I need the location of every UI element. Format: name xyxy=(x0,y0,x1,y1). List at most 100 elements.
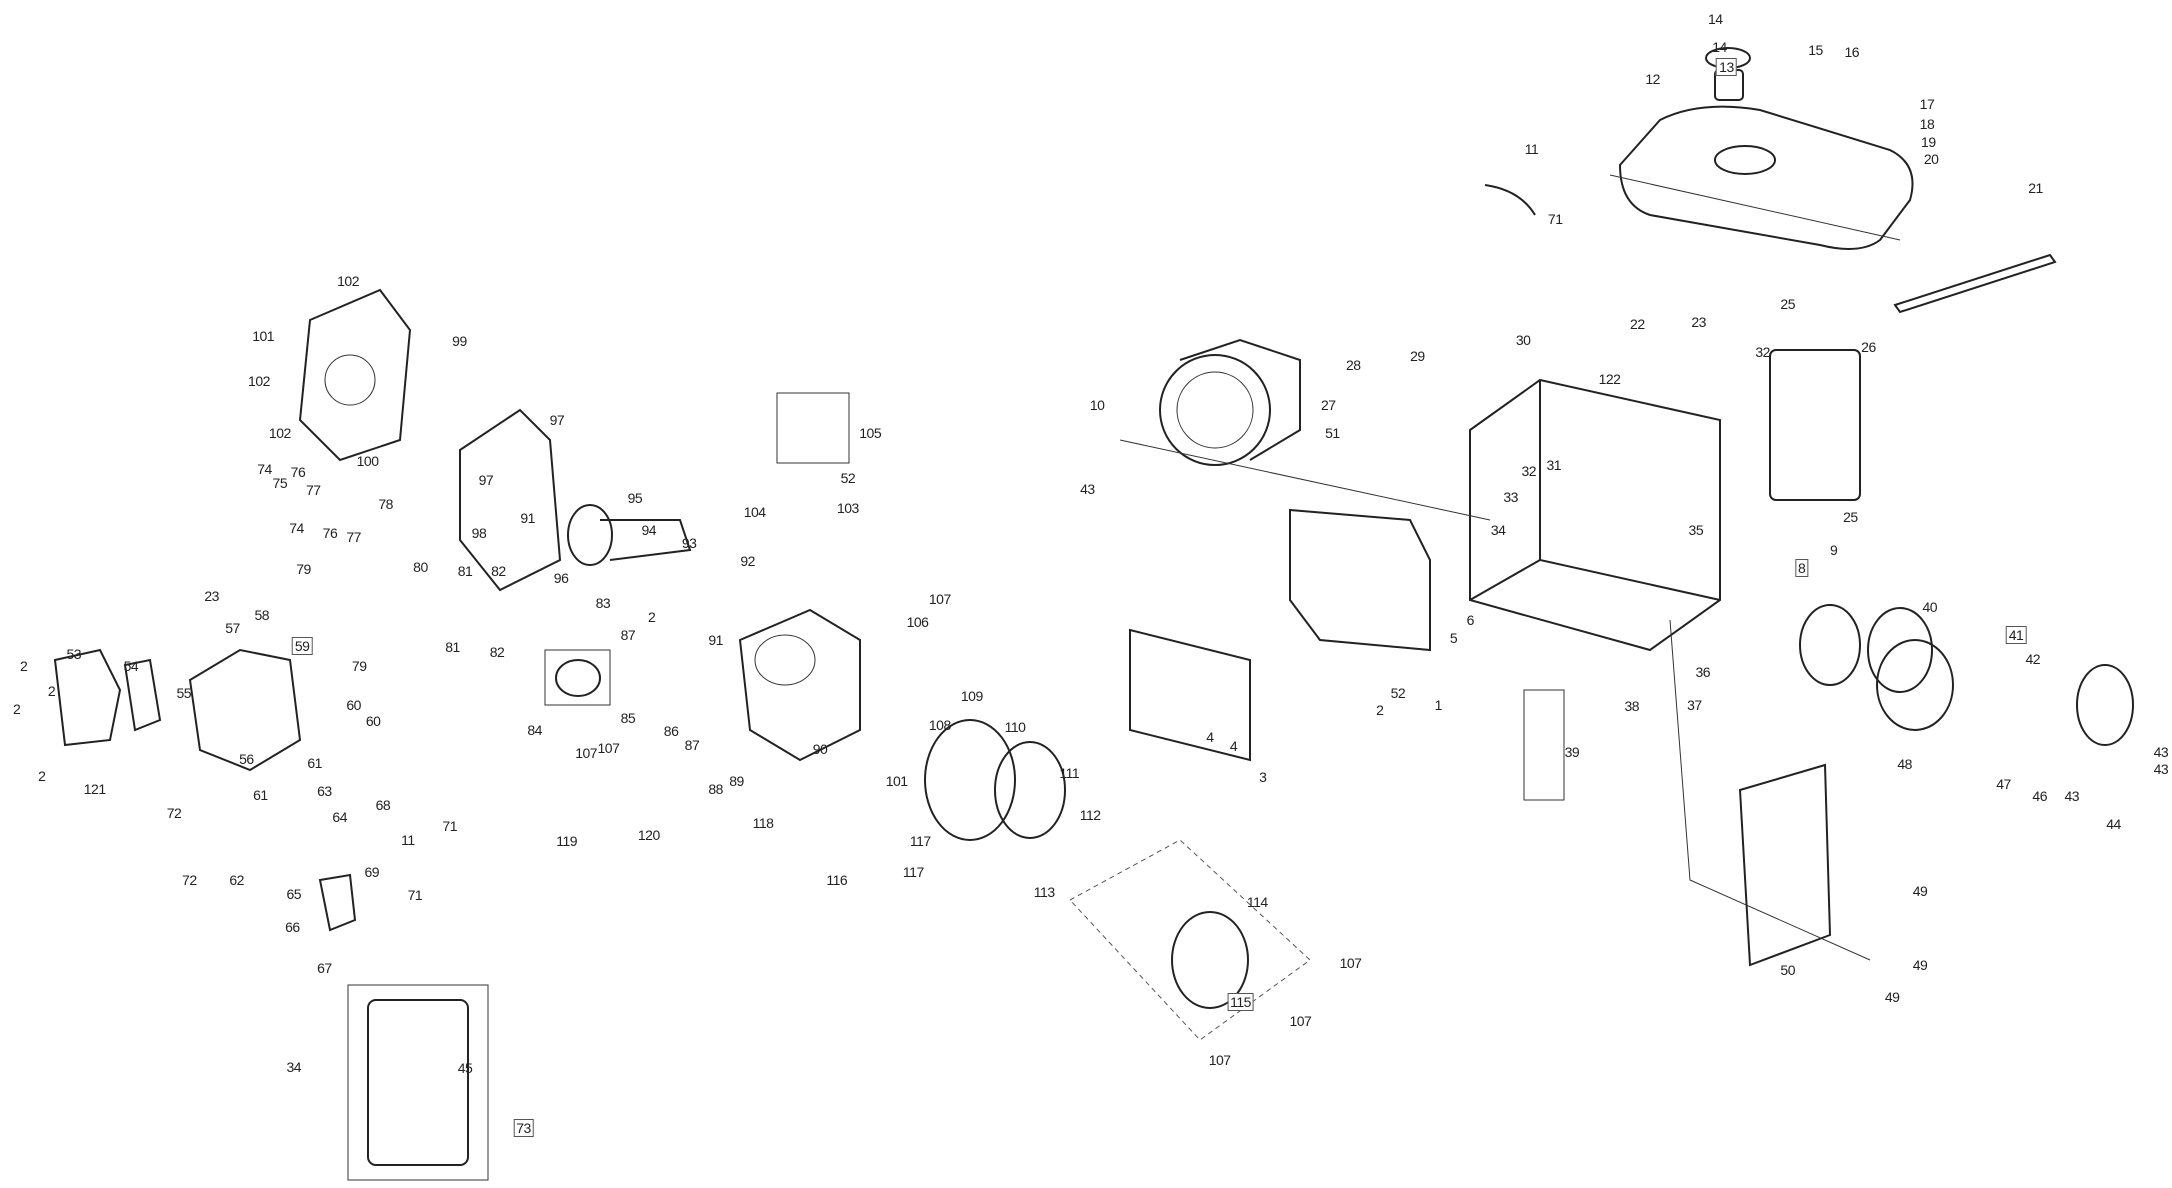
part-label: 81 xyxy=(445,639,460,656)
part-label: 76 xyxy=(322,525,338,542)
part-label: 43 xyxy=(2153,743,2169,760)
part-label: 92 xyxy=(740,553,755,570)
part-label: 102 xyxy=(268,425,291,441)
box-39 xyxy=(1523,689,1565,801)
part-label: 115 xyxy=(1227,993,1254,1012)
part-label: 39 xyxy=(1564,743,1580,760)
part-label: 2 xyxy=(20,657,28,674)
alternator xyxy=(1799,604,2134,746)
part-label: 97 xyxy=(549,412,565,429)
part-label: 91 xyxy=(520,509,535,526)
carburetor xyxy=(318,873,357,932)
part-label: 69 xyxy=(364,863,380,880)
part-label: 17 xyxy=(1919,96,1935,113)
part-label: 41 xyxy=(2005,625,2027,644)
part-label: 14 xyxy=(1708,11,1723,28)
part-label: 79 xyxy=(351,657,367,674)
part-label: 52 xyxy=(840,469,856,486)
part-label: 28 xyxy=(1346,356,1361,373)
crankcase-cover xyxy=(298,288,412,462)
part-label: 93 xyxy=(681,535,697,551)
part-label: 103 xyxy=(836,500,859,517)
part-label: 51 xyxy=(1325,425,1340,441)
part-label: 87 xyxy=(620,626,636,643)
part-label: 3 xyxy=(1259,768,1267,785)
part-label: 82 xyxy=(491,562,506,579)
part-label: 76 xyxy=(290,463,306,480)
recoil-box xyxy=(1069,839,1311,1041)
part-label: 107 xyxy=(928,590,951,607)
part-label: 99 xyxy=(452,333,467,350)
part-label: 2 xyxy=(13,700,21,717)
part-label: 59 xyxy=(291,637,313,656)
part-label: 63 xyxy=(317,782,332,799)
part-label: 22 xyxy=(1630,316,1645,333)
part-label: 32 xyxy=(1521,462,1537,479)
cylinder-head xyxy=(188,648,302,772)
muffler xyxy=(1769,349,1861,501)
part-label: 73 xyxy=(513,1118,534,1137)
part-label: 52 xyxy=(1390,685,1406,702)
part-label: 74 xyxy=(257,461,272,478)
part-label: 64 xyxy=(332,809,348,826)
part-label: 122 xyxy=(1598,370,1621,387)
part-label: 113 xyxy=(1033,884,1055,901)
part-label: 5 xyxy=(1449,629,1458,646)
part-label: 77 xyxy=(305,482,321,499)
part-label: 110 xyxy=(1004,718,1026,735)
part-label: 57 xyxy=(225,619,240,636)
heat-shield xyxy=(1738,763,1832,967)
box-105 xyxy=(776,392,850,464)
part-label: 106 xyxy=(906,614,929,631)
recoil-starter xyxy=(1171,911,1249,1009)
part-label: 33 xyxy=(1503,489,1518,506)
part-label: 23 xyxy=(204,587,219,604)
part-label: 42 xyxy=(2025,650,2041,667)
part-label: 56 xyxy=(239,750,254,767)
part-label: 97 xyxy=(478,472,494,489)
part-label: 11 xyxy=(401,831,415,848)
part-label: 107 xyxy=(597,739,620,756)
air-filter-box xyxy=(347,984,489,1181)
part-label: 4 xyxy=(1229,738,1238,755)
part-label: 77 xyxy=(346,529,361,546)
part-label: 23 xyxy=(1691,313,1706,330)
part-label: 36 xyxy=(1695,664,1711,681)
part-label: 78 xyxy=(378,496,393,512)
part-label: 107 xyxy=(1339,955,1362,972)
part-label: 20 xyxy=(1923,150,1939,167)
part-label: 117 xyxy=(902,863,924,880)
part-label: 2 xyxy=(647,608,656,625)
part-label: 8 xyxy=(1794,559,1809,578)
part-label: 43 xyxy=(1080,480,1095,497)
part-label: 31 xyxy=(1546,457,1562,474)
part-label: 101 xyxy=(252,327,275,344)
part-label: 19 xyxy=(1921,134,1936,150)
part-label: 49 xyxy=(1912,956,1928,973)
fuel-line xyxy=(1484,184,1536,216)
part-label: 120 xyxy=(637,827,660,844)
part-label: 100 xyxy=(356,452,379,469)
part-label: 109 xyxy=(960,688,983,705)
part-label: 60 xyxy=(346,696,361,713)
gasket xyxy=(459,408,562,592)
part-label: 88 xyxy=(708,781,723,798)
part-label: 121 xyxy=(83,781,106,798)
part-label: 60 xyxy=(365,713,381,730)
engine-block xyxy=(738,608,861,762)
part-label: 107 xyxy=(575,745,598,762)
part-label: 85 xyxy=(620,710,636,727)
part-label: 6 xyxy=(1466,611,1475,628)
part-label: 54 xyxy=(123,657,139,674)
part-label: 72 xyxy=(182,871,197,888)
part-label: 107 xyxy=(1208,1051,1231,1068)
part-label: 71 xyxy=(1547,210,1563,227)
part-label: 4 xyxy=(1206,728,1214,745)
part-label: 119 xyxy=(556,832,578,849)
part-label: 68 xyxy=(375,796,391,813)
part-label: 21 xyxy=(2028,179,2043,196)
part-label: 15 xyxy=(1808,42,1823,59)
part-label: 86 xyxy=(663,722,679,739)
part-label: 61 xyxy=(253,787,268,803)
